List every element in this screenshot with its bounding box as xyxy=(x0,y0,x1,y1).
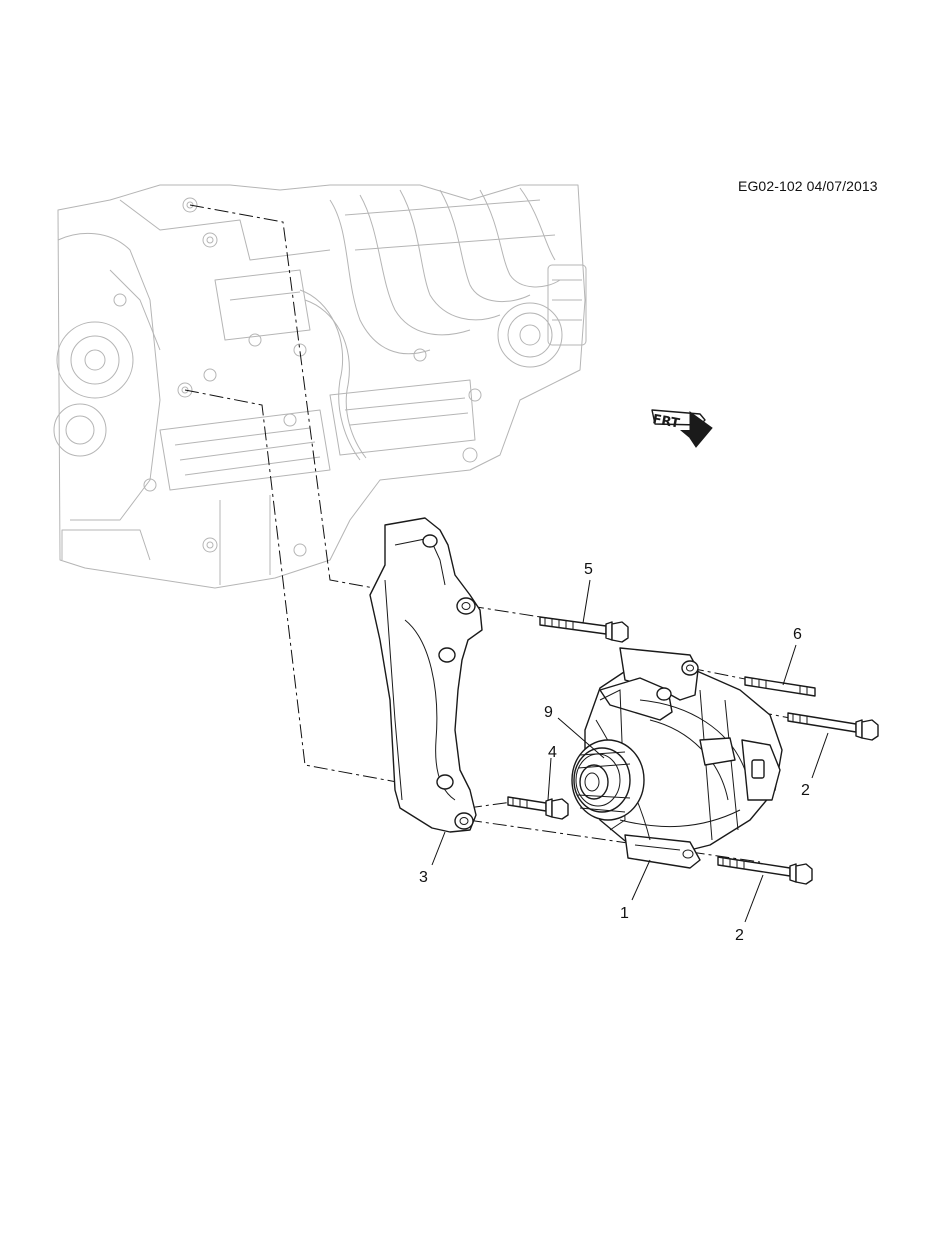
alternator-bracket xyxy=(369,517,483,833)
engine-block-illustration xyxy=(53,184,587,589)
callout-4: 4 xyxy=(548,744,557,761)
callout-1: 1 xyxy=(620,905,629,922)
callout-5: 5 xyxy=(584,561,593,578)
diagram-reference-code: EG02-102 04/07/2013 xyxy=(738,178,878,194)
stud-part-6 xyxy=(744,676,816,697)
callout-2-lower: 2 xyxy=(735,927,744,944)
callout-9: 9 xyxy=(544,704,553,721)
bolt-part-2-lower xyxy=(717,856,813,885)
alternator-part-1 xyxy=(571,647,783,869)
bolt-part-4 xyxy=(507,796,569,820)
callout-labels: 5 6 9 4 2 3 1 2 xyxy=(419,561,810,944)
callout-2-upper: 2 xyxy=(801,782,810,799)
bolt-part-2-upper xyxy=(787,712,879,741)
leader-lines xyxy=(431,579,829,923)
callout-3: 3 xyxy=(419,869,428,886)
front-direction-arrow-icon: FRT xyxy=(651,409,713,448)
front-direction-label: FRT xyxy=(651,412,680,432)
callout-6: 6 xyxy=(793,626,802,643)
bolt-part-5 xyxy=(539,616,629,643)
